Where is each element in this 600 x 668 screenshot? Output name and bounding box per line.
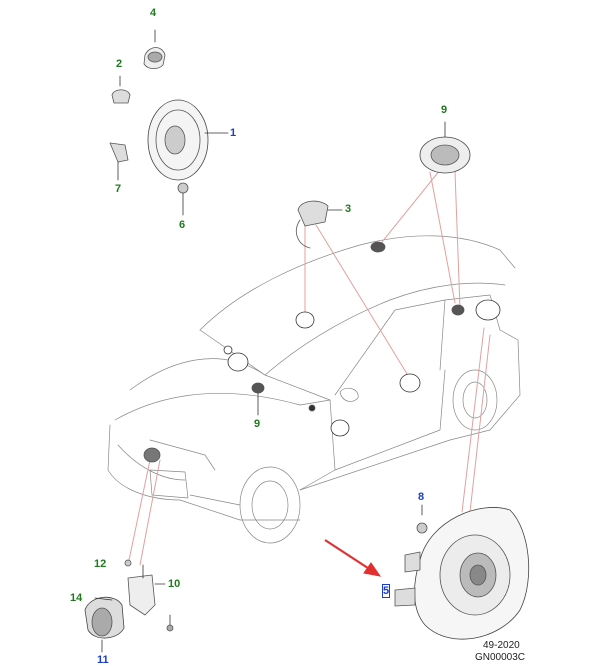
callout-14: 14 [70, 592, 83, 604]
part-12-screw [124, 559, 132, 567]
callout-2: 2 [116, 58, 123, 70]
callout-8: 8 [418, 491, 425, 503]
part-7-bracket [109, 142, 129, 181]
callout-1: 1 [230, 127, 237, 139]
callout-3: 3 [345, 203, 352, 215]
callout-9-top: 9 [441, 104, 448, 116]
part-4-tweeter [143, 29, 166, 70]
leader-lines [127, 169, 491, 566]
callout-4: 4 [150, 7, 157, 19]
callout-7: 7 [115, 183, 122, 195]
callout-9-lower: 9 [254, 418, 261, 430]
part-8-bolt [416, 504, 428, 534]
part-1-speaker [147, 99, 229, 181]
subwoofer-assembly [394, 507, 530, 640]
callout-11: 11 [97, 654, 109, 666]
part-11-module [84, 596, 125, 653]
diagram-code: GN00003C [475, 652, 526, 663]
part-6-screw [177, 182, 189, 216]
part-3-harness [296, 200, 343, 249]
diagram-ref: 49-2020 [483, 640, 520, 651]
part-2-clip [111, 75, 131, 104]
callout-10: 10 [168, 578, 181, 590]
callout-5: 5 [381, 584, 391, 598]
callout-6: 6 [179, 219, 186, 231]
vehicle-outline [107, 235, 521, 544]
callout-12: 12 [94, 558, 107, 570]
part-9-speaker [419, 121, 471, 174]
speaker-locations [143, 241, 501, 463]
red-arrow [324, 539, 382, 577]
bracket-assembly [127, 564, 174, 632]
